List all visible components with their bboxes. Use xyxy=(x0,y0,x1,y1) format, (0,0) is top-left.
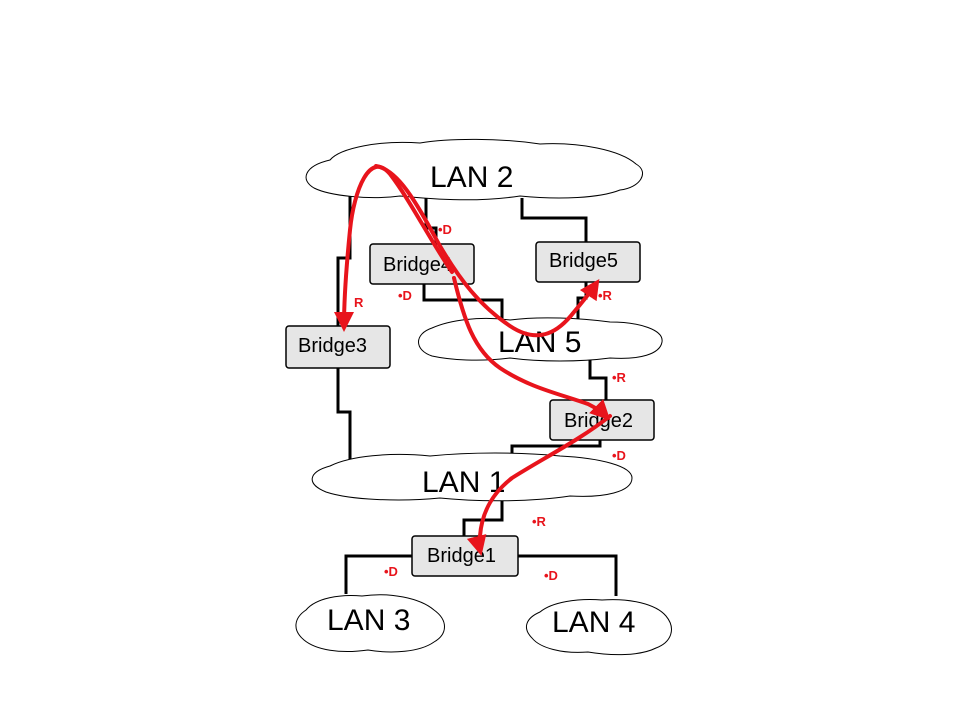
port-b5-bottom: •R xyxy=(598,288,613,303)
path-arrow-to-bridge3 xyxy=(334,164,454,332)
wire-bridge1-lan3 xyxy=(344,554,412,594)
bridge4-box[interactable]: Bridge4 xyxy=(369,243,475,285)
lan3-label: LAN 3 xyxy=(327,604,410,637)
port-b1-left: •D xyxy=(384,564,398,579)
port-labels: •D •D •R R •R •D •R •D •D xyxy=(354,222,627,583)
bridge3-label: Bridge3 xyxy=(298,335,367,357)
lan2-cloud: LAN 2 xyxy=(305,138,643,201)
wire-bridge4-lan5 xyxy=(422,284,504,324)
bridge1-label: Bridge1 xyxy=(427,545,496,567)
port-b1-right: •D xyxy=(544,568,558,583)
lan3-cloud: LAN 3 xyxy=(295,594,445,653)
bridge3-box[interactable]: Bridge3 xyxy=(285,325,391,369)
path-arrow-to-bridge5 xyxy=(374,164,600,338)
lan4-label: LAN 4 xyxy=(552,606,635,639)
bridge4-label: Bridge4 xyxy=(383,254,452,276)
wire-lan2-bridge5 xyxy=(520,198,588,242)
forwarding-paths xyxy=(334,164,612,556)
wire-bridge3-lan1 xyxy=(336,368,352,462)
port-b4-bottom: •D xyxy=(398,288,412,303)
wire-bridge1-lan4 xyxy=(518,554,618,596)
bridge5-label: Bridge5 xyxy=(549,250,618,272)
port-b4-top: •D xyxy=(438,222,452,237)
lan5-cloud: LAN 5 xyxy=(418,317,663,362)
port-b2-bottom: •D xyxy=(612,448,626,463)
bridge5-box[interactable]: Bridge5 xyxy=(535,241,641,283)
lan1-cloud: LAN 1 xyxy=(311,452,633,502)
lan2-label: LAN 2 xyxy=(430,161,513,194)
port-b3-top: R xyxy=(354,295,364,310)
bridge2-label: Bridge2 xyxy=(564,410,633,432)
lan1-label: LAN 1 xyxy=(422,466,505,499)
path-arrow-to-bridge2 xyxy=(452,276,611,421)
bridge1-box[interactable]: Bridge1 xyxy=(411,535,519,577)
wire-lan5-bridge2 xyxy=(588,358,608,400)
path-arrow-to-bridge1 xyxy=(466,414,612,556)
lan4-cloud: LAN 4 xyxy=(525,599,672,656)
port-b1-top: •R xyxy=(532,514,547,529)
port-b2-top: •R xyxy=(612,370,627,385)
lan5-label: LAN 5 xyxy=(498,326,581,359)
